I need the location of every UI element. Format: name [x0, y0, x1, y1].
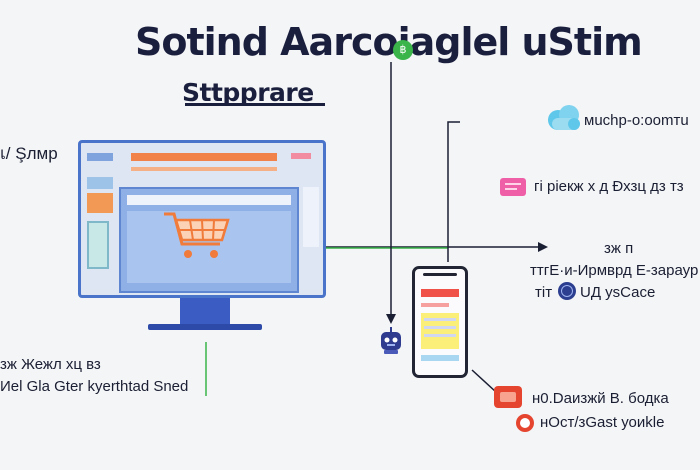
phone-header — [421, 289, 459, 297]
label-right-line2b: UД уѕСасе — [580, 284, 656, 301]
monitor-header-subbar — [131, 167, 277, 171]
label-bottom-left1: зж Жежл хц вз — [0, 356, 101, 373]
label-right-line2a: тіт — [535, 284, 553, 301]
monitor-search-bar — [127, 195, 291, 205]
page-subtitle: Sttpprare — [182, 78, 314, 107]
pink-card-icon — [500, 178, 526, 196]
red-dot-icon — [516, 414, 534, 432]
label-bottom-left2: Иеl Gla Gter kyerthtad Sned — [0, 378, 189, 395]
monitor-sidebar-top — [87, 153, 113, 161]
robot-icon — [378, 326, 404, 360]
label-bottom-right2: нОст/зGast уоиkle — [540, 414, 665, 431]
monitor-sidebar-device — [87, 221, 109, 269]
monitor-header-badge — [291, 153, 311, 159]
mobile-phone — [412, 266, 468, 378]
label-right-small: зж п — [604, 240, 634, 257]
monitor-header-bar — [131, 153, 277, 161]
monitor-foot — [148, 324, 262, 330]
connector-cloud-phone — [447, 121, 460, 262]
monitor-sidebar-orange — [87, 193, 113, 213]
globe-icon — [558, 282, 576, 300]
subtitle-underline — [185, 103, 325, 106]
phone-content-yellow — [421, 313, 459, 349]
red-alert-icon — [494, 386, 522, 408]
phone-subheader — [421, 303, 449, 307]
page-title: Sotind Aarcoiaglel uStim — [135, 20, 643, 64]
label-right-line1: ттгЕ·и-Ирмврд Е-зараур — [530, 262, 699, 279]
monitor-neck — [180, 298, 230, 326]
arrow-right-head — [538, 242, 548, 252]
monitor-right-column — [303, 187, 319, 247]
phone-speaker — [423, 273, 457, 276]
connector-phone-alert — [471, 369, 497, 393]
label-left-top: เ/ Şлмр — [0, 144, 58, 163]
label-bottom-right1: н0.Dаизжй В. бодка — [532, 390, 669, 407]
phone-footer — [421, 355, 459, 361]
label-cloud: мuchp-o:oomтu — [584, 112, 689, 129]
arrow-down-head — [386, 314, 396, 324]
cloud-icon — [544, 104, 584, 136]
label-tablet: гі ріекж х д Ðхзц дз тз — [534, 178, 684, 195]
monitor-sidebar-box — [87, 177, 113, 189]
shopping-cart-icon — [162, 210, 232, 266]
title-badge-icon: ฿ — [393, 40, 413, 60]
